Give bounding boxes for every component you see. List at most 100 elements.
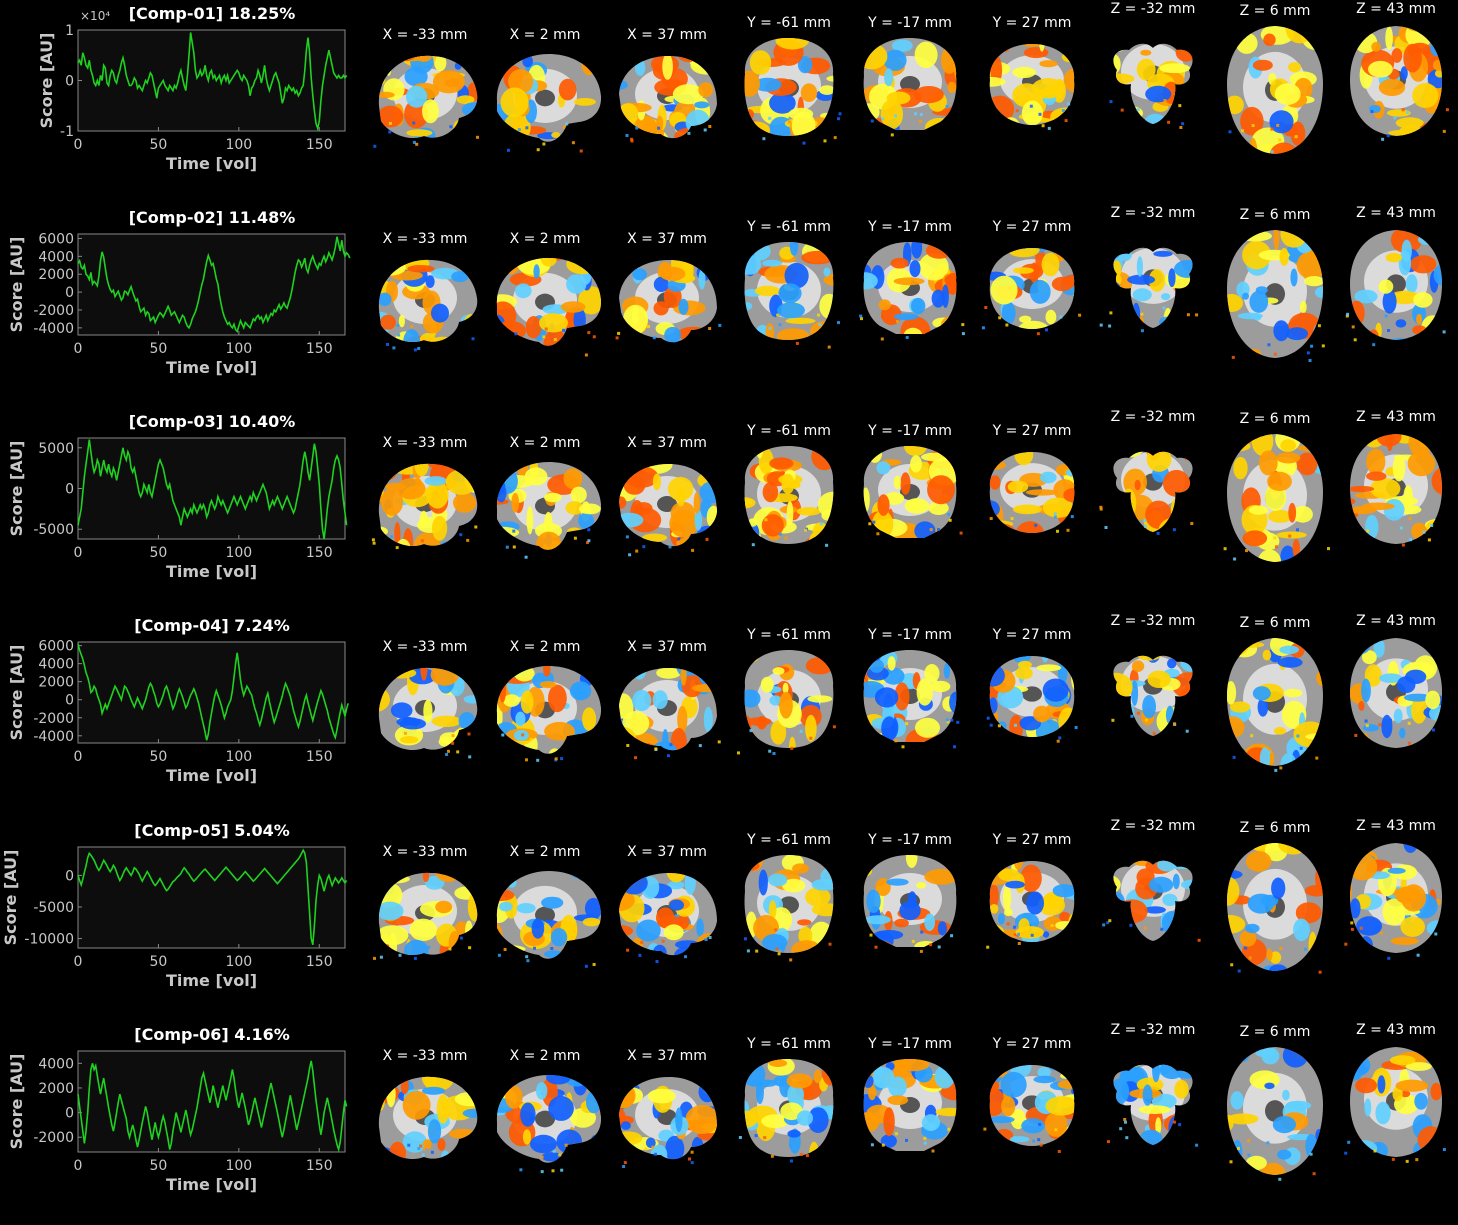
brain-slice: Z = 43 mm — [1338, 1021, 1454, 1169]
y-tick-label: 6000 — [38, 639, 74, 655]
x-tick-label: 0 — [74, 749, 83, 765]
brain-slice: Z = -32 mm — [1095, 408, 1211, 544]
slice-coordinate-label: Y = -17 mm — [868, 219, 952, 235]
slice-coordinate-label: Z = -32 mm — [1110, 613, 1196, 629]
brain-slice: Y = -17 mm — [852, 422, 968, 550]
brain-map — [983, 1065, 1075, 1153]
brain-slice: X = 2 mm — [487, 230, 603, 362]
brain-slice: X = 2 mm — [487, 638, 603, 770]
slice-coordinate-label: Y = -61 mm — [747, 423, 831, 439]
brain-map — [1344, 843, 1442, 960]
brain-slice: Y = -61 mm — [731, 422, 847, 558]
slice-coordinate-label: Y = 27 mm — [992, 627, 1072, 643]
brain-slice: X = -33 mm — [367, 26, 483, 154]
brain-slice: Z = 43 mm — [1338, 408, 1454, 556]
brain-map — [1227, 230, 1325, 362]
slice-coordinate-label: X = 37 mm — [627, 1048, 707, 1064]
slice-coordinate-label: X = -33 mm — [382, 231, 468, 247]
brain-slice: Z = 6 mm — [1217, 614, 1333, 778]
x-tick-label: 0 — [74, 545, 83, 561]
y-tick-label: 5000 — [38, 441, 74, 457]
slice-coordinate-label: Y = -61 mm — [747, 219, 831, 235]
x-tick-label: 0 — [74, 1158, 83, 1174]
slice-coordinate-label: Y = 27 mm — [992, 832, 1072, 848]
y-tick-label: 0 — [65, 693, 74, 709]
brain-map — [496, 54, 601, 153]
brain-map — [863, 855, 957, 953]
brain-slice: Y = 27 mm — [974, 1035, 1090, 1159]
brain-map — [744, 855, 834, 962]
slice-coordinate-label: X = -33 mm — [382, 435, 468, 451]
brain-slice: Z = 43 mm — [1338, 612, 1454, 760]
slice-coordinate-label: Z = 43 mm — [1356, 1, 1436, 17]
timeseries-line — [77, 32, 348, 132]
slice-coordinate-label: Y = -17 mm — [868, 627, 952, 643]
slice-coordinate-label: Z = 6 mm — [1239, 820, 1311, 836]
slice-coordinate-label: Z = 43 mm — [1356, 613, 1436, 629]
brain-slice: X = 2 mm — [487, 1047, 603, 1179]
slice-coordinate-label: Y = -17 mm — [868, 832, 952, 848]
brain-map — [744, 446, 834, 547]
slice-coordinate-label: Z = -32 mm — [1110, 1022, 1196, 1038]
brain-slice: Z = -32 mm — [1095, 204, 1211, 340]
brain-map — [1350, 26, 1449, 141]
y-tick-label: -4000 — [33, 729, 74, 745]
brain-map — [373, 872, 478, 960]
timeseries-line — [77, 643, 349, 741]
component-title: [Comp-02] 11.48% — [128, 208, 296, 227]
brain-slice: Y = 27 mm — [974, 422, 1090, 546]
brain-slice: X = -33 mm — [367, 1047, 483, 1175]
brain-slice: Y = 27 mm — [974, 626, 1090, 750]
y-axis-label: Score [AU] — [1, 850, 20, 946]
slice-coordinate-label: X = 2 mm — [509, 844, 581, 860]
brain-map — [989, 44, 1075, 130]
brain-slice: X = 37 mm — [609, 1047, 725, 1175]
brain-map — [863, 446, 963, 538]
y-tick-label: -1 — [60, 124, 74, 140]
brain-slice: X = 37 mm — [609, 26, 725, 154]
brain-slice: Y = -17 mm — [852, 626, 968, 754]
x-tick-label: 0 — [74, 954, 83, 970]
x-tick-label: 50 — [150, 749, 168, 765]
brain-slice: X = 2 mm — [487, 434, 603, 566]
brain-slice: Z = -32 mm — [1095, 612, 1211, 748]
brain-slice: Y = -17 mm — [852, 1035, 968, 1163]
slice-coordinate-label: X = 2 mm — [509, 27, 581, 43]
brain-map — [1345, 230, 1446, 347]
x-tick-label: 50 — [150, 954, 168, 970]
brain-slice: Z = 6 mm — [1217, 1023, 1333, 1187]
timeseries-line — [77, 439, 348, 540]
slice-coordinate-label: Z = 43 mm — [1356, 205, 1436, 221]
slice-coordinate-label: Z = -32 mm — [1110, 1, 1196, 17]
slice-coordinate-label: Z = 43 mm — [1356, 818, 1436, 834]
y-tick-label: 4000 — [38, 249, 74, 265]
x-axis-label: Time [vol] — [166, 971, 257, 990]
slice-coordinate-label: Z = -32 mm — [1110, 818, 1196, 834]
slice-coordinate-label: X = -33 mm — [382, 27, 468, 43]
x-tick-label: 50 — [150, 137, 168, 153]
y-tick-label: -10000 — [24, 932, 74, 948]
x-axis-label: Time [vol] — [166, 154, 257, 173]
brain-map — [378, 667, 478, 759]
brain-slice: Y = 27 mm — [974, 218, 1090, 342]
brain-map — [496, 1075, 601, 1174]
slice-coordinate-label: Y = -17 mm — [868, 423, 952, 439]
slice-coordinate-label: Y = -17 mm — [868, 15, 952, 31]
x-tick-label: 150 — [306, 137, 333, 153]
slice-coordinate-label: Z = 6 mm — [1239, 1024, 1311, 1040]
brain-slice: Z = 6 mm — [1217, 819, 1333, 983]
brain-slice: Y = -61 mm — [731, 1035, 847, 1171]
brain-slice: X = 37 mm — [609, 843, 725, 971]
slice-coordinate-label: Z = 6 mm — [1239, 411, 1311, 427]
brain-map — [744, 242, 840, 349]
slice-coordinate-label: Z = 6 mm — [1239, 207, 1311, 223]
brain-map — [619, 668, 721, 760]
slice-coordinate-label: Z = 43 mm — [1356, 1022, 1436, 1038]
